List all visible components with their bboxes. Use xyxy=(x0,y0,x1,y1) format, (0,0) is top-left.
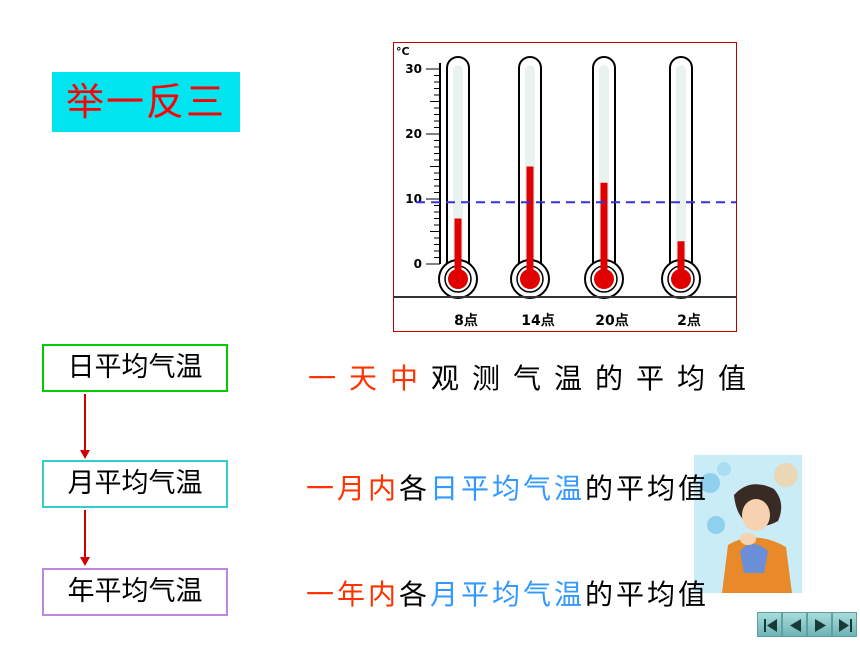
definition-part: 日平均气温 xyxy=(430,472,586,505)
unit-label: °C xyxy=(396,45,410,58)
definition-yearly-average: 一年内各月平均气温的平均值 xyxy=(306,573,709,613)
thermometer-3 xyxy=(584,56,624,299)
definition-part: 一月内 xyxy=(306,472,400,505)
scale-tick-label: 30 xyxy=(405,62,422,76)
mercury-column xyxy=(600,182,608,279)
scale-tick-label: 20 xyxy=(405,127,422,141)
definition-part: 的平均值 xyxy=(585,578,710,611)
mercury-column xyxy=(677,241,685,279)
concept-yearly-average: 年平均气温 xyxy=(42,568,228,616)
concept-label: 日平均气温 xyxy=(67,352,203,383)
thermometer-bore xyxy=(676,65,686,270)
slide-title: 举一反三 xyxy=(65,80,226,124)
next-slide-icon xyxy=(815,619,826,632)
thermometers xyxy=(438,56,701,299)
thinking-child-picture xyxy=(694,455,802,593)
definition-monthly-average: 一月内各日平均气温的平均值 xyxy=(306,467,709,507)
previous-slide-button[interactable] xyxy=(782,612,807,637)
slide-navigation xyxy=(757,612,857,637)
definition-part: 一天中 xyxy=(308,362,432,395)
previous-slide-icon xyxy=(790,619,801,632)
mercury-column xyxy=(526,166,534,279)
thermometer-panel: °C 30 20 10 0 8点 14点 20点 2点 xyxy=(393,42,737,332)
time-label: 14点 xyxy=(521,312,554,329)
scale-tick-label: 0 xyxy=(414,257,422,271)
definition-daily-average: 一天中观测气温的平均值 xyxy=(308,357,759,397)
thermometer-2 xyxy=(510,56,550,299)
arrow-monthly-to-yearly xyxy=(84,510,86,558)
concept-label: 年平均气温 xyxy=(67,576,203,607)
time-label: 2点 xyxy=(677,312,701,329)
last-slide-button[interactable] xyxy=(832,612,857,637)
mercury-column xyxy=(454,218,462,279)
definition-part: 观测气温的平均值 xyxy=(431,362,760,395)
concept-label: 月平均气温 xyxy=(67,468,203,499)
scale-tick-label: 10 xyxy=(405,192,422,206)
thermometer-figure: °C 30 20 10 0 8点 14点 20点 2点 xyxy=(394,45,736,329)
definition-part: 月平均气温 xyxy=(430,578,586,611)
last-slide-icon xyxy=(839,619,852,632)
definition-part: 一年内 xyxy=(306,578,400,611)
definition-part: 的平均值 xyxy=(585,472,710,505)
arrow-daily-to-monthly xyxy=(84,394,86,451)
first-slide-button[interactable] xyxy=(757,612,782,637)
concept-daily-average: 日平均气温 xyxy=(42,344,228,392)
title-badge: 举一反三 xyxy=(52,72,240,132)
arrow-head xyxy=(80,450,90,459)
thermometer-1 xyxy=(438,56,478,299)
concept-monthly-average: 月平均气温 xyxy=(42,460,228,508)
definition-part: 各 xyxy=(399,472,431,505)
time-label: 20点 xyxy=(595,312,628,329)
definition-part: 各 xyxy=(399,578,431,611)
next-slide-button[interactable] xyxy=(807,612,832,637)
time-label: 8点 xyxy=(454,312,478,329)
first-slide-icon xyxy=(764,619,777,632)
thermometer-4 xyxy=(661,56,701,299)
time-labels: 8点 14点 20点 2点 xyxy=(454,312,701,329)
temperature-scale: 30 20 10 0 xyxy=(405,62,441,271)
arrow-head xyxy=(80,557,90,566)
